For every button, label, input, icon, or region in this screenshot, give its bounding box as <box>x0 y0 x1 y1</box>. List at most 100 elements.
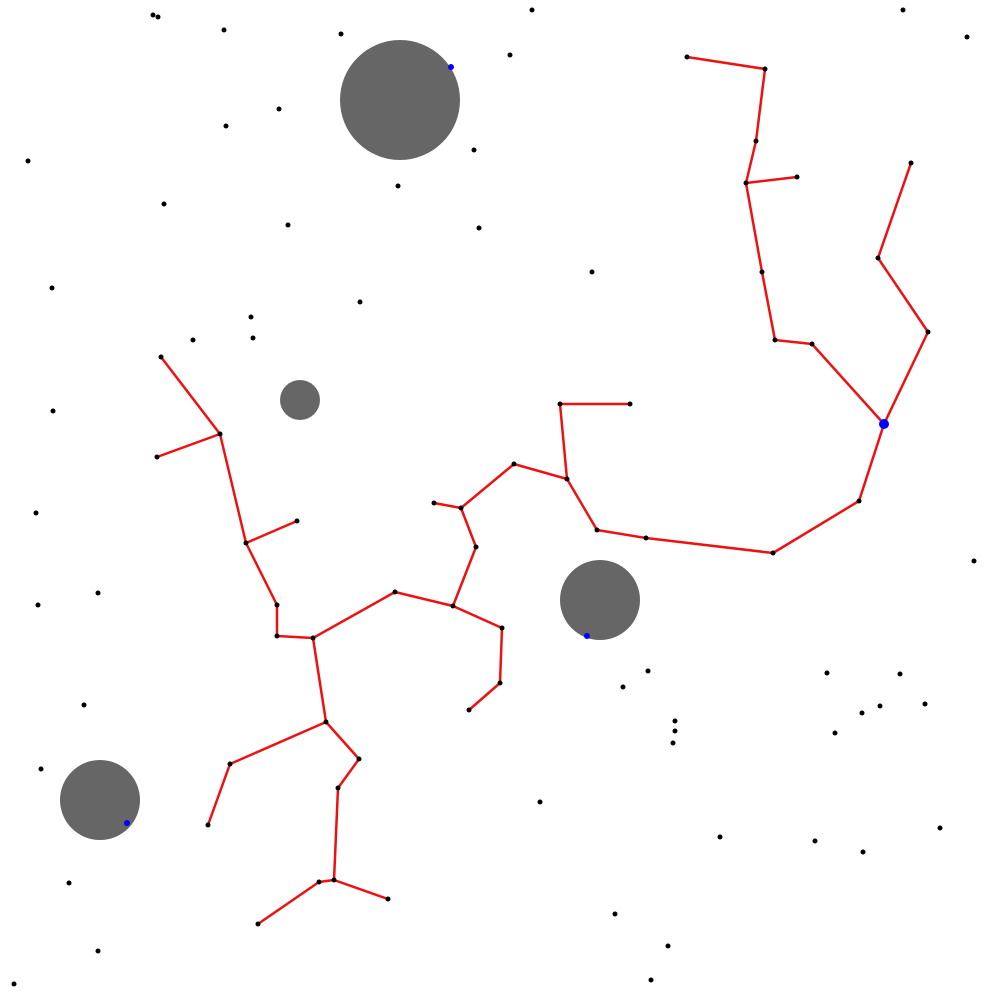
sample-node <box>476 225 482 231</box>
sample-node <box>473 544 479 550</box>
sample-node <box>274 602 280 608</box>
sample-node <box>557 401 563 407</box>
graph-edge <box>467 681 502 712</box>
graph-edge <box>159 355 222 436</box>
sample-node <box>824 670 830 676</box>
sample-node <box>250 335 256 341</box>
highlight-marker <box>879 419 889 429</box>
sample-node <box>665 943 671 949</box>
sample-node <box>392 589 398 595</box>
obstacle-circle <box>280 380 320 420</box>
sample-node <box>221 27 227 33</box>
graph-edge <box>317 878 336 884</box>
graph-edge <box>451 604 504 630</box>
sample-node <box>161 201 167 207</box>
sample-node <box>294 518 300 524</box>
sample-node <box>49 285 55 291</box>
sample-node <box>743 180 749 186</box>
sample-node <box>620 684 626 690</box>
graph-edge <box>459 506 478 549</box>
sample-node <box>922 701 928 707</box>
graph-edge <box>744 175 799 185</box>
sample-node <box>50 408 56 414</box>
highlight-marker <box>448 64 454 70</box>
sample-node <box>33 510 39 516</box>
sample-node <box>875 255 881 261</box>
sample-node <box>643 535 649 541</box>
sample-node <box>395 183 401 189</box>
graph-edge <box>256 880 321 926</box>
sample-node <box>645 668 651 674</box>
sample-node <box>357 299 363 305</box>
sample-node <box>772 337 778 343</box>
sample-node <box>274 633 280 639</box>
graph-edge <box>512 462 569 481</box>
sample-node <box>964 34 970 40</box>
sample-node <box>190 337 196 343</box>
sample-node <box>450 603 456 609</box>
graph-edge <box>498 626 504 685</box>
graph-edge <box>760 270 777 342</box>
sample-node <box>335 785 341 791</box>
highlight-marker <box>124 820 130 826</box>
sample-node <box>770 550 776 556</box>
sample-node <box>900 7 906 13</box>
sample-node <box>627 401 633 407</box>
sample-node <box>471 147 477 153</box>
graph-edge <box>857 422 886 503</box>
sample-node <box>564 476 570 482</box>
sample-node <box>66 880 72 886</box>
graph-edge <box>771 499 861 555</box>
sample-node <box>248 314 254 320</box>
graph-edge <box>155 432 222 459</box>
graph-edge <box>565 477 599 532</box>
sample-node <box>35 602 41 608</box>
graph-edge <box>244 541 279 607</box>
obstacle-circle <box>60 760 140 840</box>
graph-edge <box>218 432 248 545</box>
sample-node <box>511 461 517 467</box>
graph-edge <box>228 720 328 766</box>
sample-node <box>529 7 535 13</box>
marker-layer <box>124 64 889 826</box>
sample-node <box>205 822 211 828</box>
sample-node <box>338 31 344 37</box>
sample-node <box>25 158 31 164</box>
sample-node <box>612 911 618 917</box>
sample-node <box>594 527 600 533</box>
sample-node <box>158 354 164 360</box>
sample-node <box>458 505 464 511</box>
graph-edge <box>206 762 232 827</box>
sample-node <box>717 834 723 840</box>
sample-node <box>255 921 261 927</box>
sample-node <box>356 756 362 762</box>
sample-node <box>812 838 818 844</box>
sample-node <box>95 590 101 596</box>
graph-edge <box>393 590 455 608</box>
sample-node <box>507 52 513 58</box>
sample-node <box>897 671 903 677</box>
graph-edge <box>876 161 913 260</box>
edge-layer <box>155 55 930 926</box>
obstacle-circle <box>340 40 460 160</box>
sample-node <box>385 896 391 902</box>
sample-node <box>832 730 838 736</box>
obstacle-circle <box>560 560 640 640</box>
graph-edge <box>882 330 930 426</box>
sample-node <box>323 719 329 725</box>
sample-node <box>794 174 800 180</box>
sample-node <box>276 106 282 112</box>
graph-edge <box>332 786 340 882</box>
sample-node <box>762 66 768 72</box>
sample-node <box>759 269 765 275</box>
sample-node <box>589 269 595 275</box>
sample-node <box>11 981 17 987</box>
node-layer <box>11 7 977 987</box>
obstacle-layer <box>60 40 640 840</box>
sample-node <box>217 431 223 437</box>
sample-node <box>38 766 44 772</box>
sample-node <box>860 849 866 855</box>
sample-node <box>859 710 865 716</box>
